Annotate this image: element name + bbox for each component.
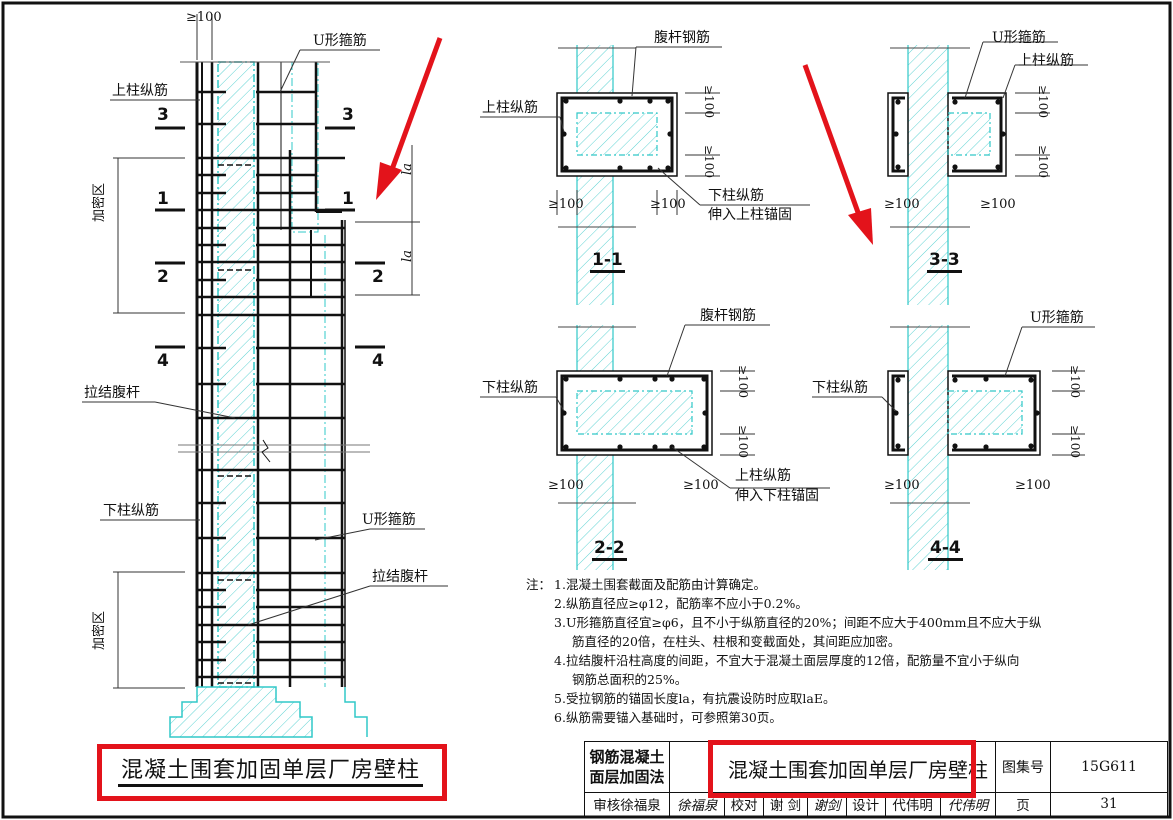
drawing-title-right: 混凝土围套加固单层厂房壁柱 (728, 758, 988, 782)
tb-review: 审核徐福泉 (584, 791, 670, 818)
note-6-text: 纵筋需要锚入基础时，可参照第30页。 (565, 710, 782, 725)
notes-block: 注：1.混凝土围套截面及配筋由计算确定。 2.纵筋直径应≥φ12，配筋率不应小于… (526, 575, 1126, 727)
s11-dim-1: ≥100 (548, 197, 584, 212)
s33-dim-3: ≥100 (1036, 85, 1050, 118)
note-2-num: 2. (554, 596, 566, 611)
label-dense-zone-bottom: 加密区 (92, 610, 107, 650)
section-title-2-2: 2-2 (592, 538, 627, 561)
anchor-length-la-1: la (400, 163, 415, 175)
s22-label-anchor: 伸入下柱锚固 (735, 488, 819, 504)
notes-prefix: 注： (526, 577, 552, 592)
note-4-num: 4. (554, 653, 566, 668)
s11-dim-2: ≥100 (650, 197, 686, 212)
label-u-stirrup-bottom: U形箍筋 (362, 512, 416, 528)
tb-category: 钢筋混凝土面层加固法 (584, 741, 670, 793)
title-block: 钢筋混凝土面层加固法 图集号 15G611 审核徐福泉 徐福泉 校对 谢 剑 谢… (584, 741, 1168, 818)
s11-label-anchor: 伸入上柱锚固 (708, 207, 792, 223)
note-6-num: 6. (554, 710, 566, 725)
s33-dim-2: ≥100 (980, 197, 1016, 212)
note-3-num: 3. (554, 615, 566, 630)
note-3-text-cont: 筋直径的20倍，在柱头、柱根和变截面处，其间距应加密。 (572, 634, 901, 649)
section-mark-3-right: 3 (342, 105, 354, 125)
red-arrow-annotations (376, 37, 873, 245)
red-highlight-box-left (97, 744, 447, 801)
section-title-4-4: 4-4 (928, 538, 963, 561)
label-upper-long-bar: 上柱纵筋 (112, 83, 168, 99)
s44-dim-4: ≥100 (1068, 425, 1082, 458)
note-2-text: 纵筋直径应≥φ12，配筋率不应小于0.2%。 (565, 596, 808, 611)
note-4-text: 拉结腹杆沿柱高度的间距，不宜大于混凝土面层厚度的12倍，配筋量不宜小于纵向 (565, 653, 1020, 668)
s22-dim-4: ≥100 (736, 425, 750, 458)
section-mark-4-right: 4 (372, 351, 384, 371)
note-4-text-cont: 钢筋总面积的25%。 (572, 672, 688, 687)
s33-label-upper-bar: 上柱纵筋 (1018, 53, 1074, 69)
section-mark-2-right: 2 (372, 267, 384, 287)
s44-label-u-stirrup: U形箍筋 (1030, 310, 1084, 326)
section-mark-2-left: 2 (157, 267, 169, 287)
section-4-4 (812, 325, 1095, 570)
s22-label-upper-bar: 上柱纵筋 (735, 468, 791, 484)
tb-drawing-title-cell (669, 741, 996, 793)
note-5-text: 受拉钢筋的锚固长度la，有抗震设防时应取laE。 (565, 691, 836, 706)
s22-label-web-bar: 腹杆钢筋 (700, 308, 756, 324)
tb-page-no: 31 (1050, 791, 1168, 818)
s33-dim-4: ≥100 (1036, 145, 1050, 178)
note-1-num: 1. (554, 577, 566, 592)
note-1-text: 混凝土围套截面及配筋由计算确定。 (565, 577, 766, 592)
s11-dim-3: ≥100 (702, 85, 716, 118)
s44-dim-1: ≥100 (884, 478, 920, 493)
section-title-3-3: 3-3 (927, 250, 962, 273)
tb-reviewer: 徐福泉 (620, 798, 661, 815)
section-1-1 (480, 45, 810, 305)
s33-label-u-stirrup: U形箍筋 (992, 30, 1046, 46)
label-lower-long-bar: 下柱纵筋 (103, 503, 159, 519)
section-mark-3-left: 3 (157, 105, 169, 125)
section-mark-1-left: 1 (157, 189, 169, 209)
label-tie-web-bar-top: 拉结腹杆 (84, 385, 140, 401)
s22-label-lower-bar: 下柱纵筋 (482, 380, 538, 396)
tb-review-label: 审核 (593, 798, 621, 815)
section-2-2 (480, 324, 830, 570)
tb-atlas-label: 图集号 (995, 741, 1051, 793)
s11-dim-4: ≥100 (702, 145, 716, 178)
s11-label-upper-bar: 上柱纵筋 (482, 100, 538, 116)
section-mark-1-right: 1 (342, 189, 354, 209)
s11-label-lower-bar: 下柱纵筋 (708, 188, 764, 204)
label-tie-web-bar-bottom: 拉结腹杆 (372, 569, 428, 585)
elevation-view (82, 14, 448, 738)
section-title-1-1: 1-1 (590, 250, 625, 273)
note-5-num: 5. (554, 691, 566, 706)
label-u-stirrup-top: U形箍筋 (313, 33, 367, 49)
s44-dim-3: ≥100 (1068, 365, 1082, 398)
s33-dim-1: ≥100 (884, 197, 920, 212)
section-mark-4-left: 4 (157, 351, 169, 371)
s22-dim-2: ≥100 (683, 478, 719, 493)
elevation-top-dim: ≥100 (186, 10, 222, 25)
tb-category-line2: 面层加固法 (589, 767, 665, 786)
drawing-title-left: 混凝土围套加固单层厂房壁柱 (118, 757, 424, 787)
tb-atlas-no: 15G611 (1050, 741, 1168, 793)
tb-category-line1: 钢筋混凝土 (589, 747, 665, 766)
s11-label-web-bar: 腹杆钢筋 (654, 30, 710, 46)
s44-label-lower-bar: 下柱纵筋 (812, 380, 868, 396)
section-3-3 (887, 41, 1088, 305)
note-3-text: U形箍筋直径宜≥φ6，且不小于纵筋直径的20%；间距不应大于400mm且不应大于… (565, 615, 1042, 630)
red-highlight-box-right (708, 740, 976, 798)
tb-page-label: 页 (995, 791, 1051, 818)
s44-dim-2: ≥100 (1015, 478, 1051, 493)
anchor-length-la-2: la (400, 250, 415, 262)
label-dense-zone-top: 加密区 (92, 182, 107, 222)
s22-dim-1: ≥100 (548, 478, 584, 493)
s22-dim-3: ≥100 (736, 365, 750, 398)
